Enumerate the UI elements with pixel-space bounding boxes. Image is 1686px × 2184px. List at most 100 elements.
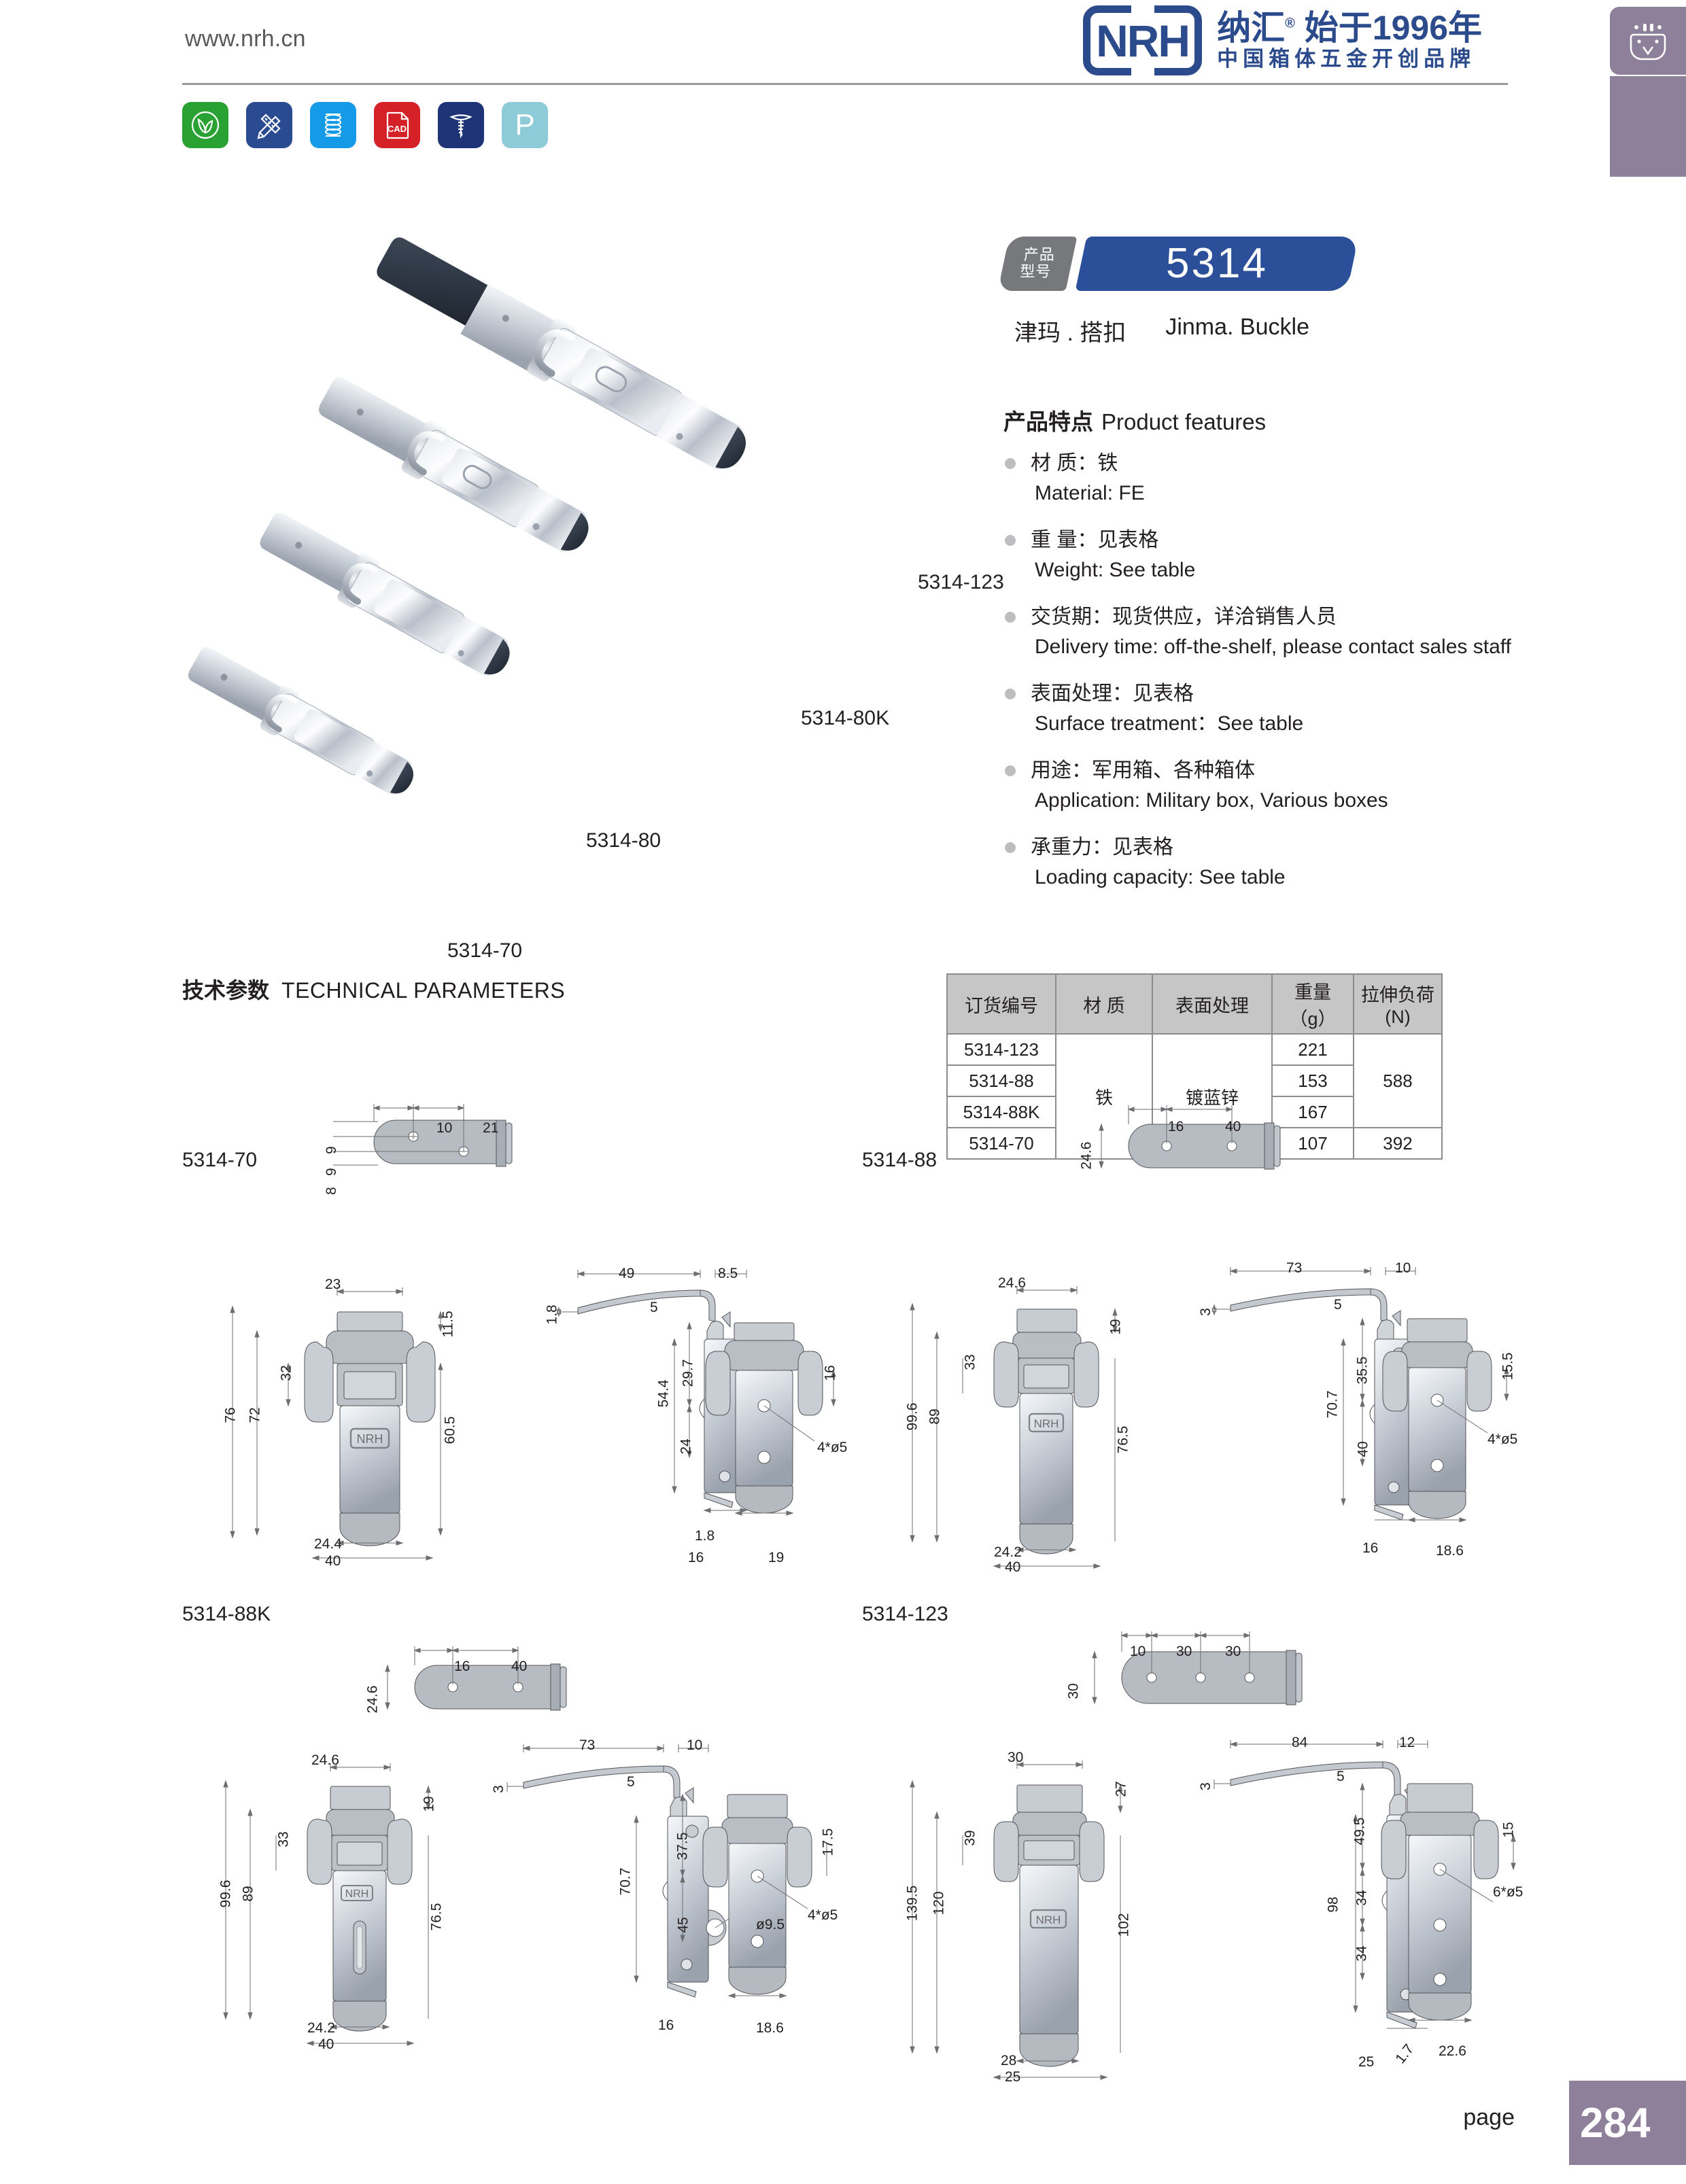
drawing-5314-88K-svg: NRH — [223, 1646, 827, 2046]
feature-item: 表面处理：见表格 Surface treatment：See table — [1003, 679, 1520, 738]
dim-30: 30 — [1008, 1750, 1024, 1765]
dim-24-6: 24.6 — [311, 1752, 339, 1768]
product-title-row: 产品 型号 5314 — [997, 237, 1359, 291]
dim-10: 10 — [436, 1120, 453, 1136]
feature-cn: 材 质：铁 — [1031, 452, 1118, 474]
drawing-5314-123: 5314-123 — [850, 1577, 1523, 2085]
tech-heading-en: TECHNICAL PARAMETERS — [281, 978, 566, 1003]
product-model-badge: 5314 — [1075, 237, 1359, 291]
cell-order-no: 5314-88 — [946, 1064, 1056, 1097]
dim-9a: 9 — [323, 1146, 339, 1154]
feature-en: Weight: See table — [1035, 558, 1196, 581]
buckle-tab-icon — [1630, 24, 1666, 60]
logo-slogan: 纳汇® 始于1996年 中国箱体五金开创品牌 — [1217, 10, 1482, 71]
side-tab-buckle[interactable] — [1610, 7, 1686, 75]
th-material: 材 质 — [1055, 973, 1153, 1035]
table-row: 5314-70 107 392 — [946, 1127, 1443, 1160]
drawing-5314-88: 5314-88 — [850, 1105, 1523, 1575]
dim-30a: 30 — [1176, 1644, 1192, 1659]
dim-16b: 16 — [1362, 1540, 1379, 1556]
svg-text:CAD: CAD — [388, 124, 407, 134]
dim-40: 40 — [325, 1553, 341, 1569]
dim-84: 84 — [1292, 1735, 1308, 1750]
p-letter-icon[interactable]: P — [502, 102, 548, 148]
feature-item: 重 量：见表格 Weight: See table — [1003, 525, 1520, 585]
feature-item: 交货期：现货供应，详洽销售人员 Delivery time: off-the-s… — [1003, 602, 1520, 661]
dim-9b: 9 — [323, 1168, 339, 1176]
dim-22-6: 22.6 — [1439, 2043, 1466, 2059]
dim-28: 28 — [1001, 2053, 1017, 2068]
feature-cn: 承重力：见表格 — [1031, 836, 1173, 859]
dim-49-5: 49.5 — [1352, 1817, 1368, 1845]
dim-120: 120 — [931, 1891, 947, 1916]
dim-35-5: 35.5 — [1354, 1356, 1371, 1385]
dim-33: 33 — [275, 1831, 292, 1848]
dim-40: 40 — [511, 1659, 528, 1674]
dim-70-7: 70.7 — [617, 1867, 634, 1896]
cell-weight: 153 — [1271, 1064, 1354, 1097]
dim-18-6: 18.6 — [1436, 1543, 1464, 1559]
dim-29-7: 29.7 — [680, 1359, 696, 1387]
th-weight: 重量（g） — [1271, 973, 1354, 1035]
dim-3: 3 — [490, 1785, 506, 1793]
dim-18-6: 18.6 — [756, 2020, 784, 2036]
drawing-title-5314-70: 5314-70 — [182, 1149, 258, 1171]
drafting-icon[interactable] — [246, 102, 292, 148]
screw-icon[interactable] — [438, 102, 484, 148]
drawing-5314-88-svg: NRH — [910, 1105, 1509, 1569]
page-label: page — [1463, 2104, 1515, 2130]
dim-34b: 34 — [1354, 1945, 1370, 1962]
cell-order-no: 5314-70 — [946, 1127, 1056, 1160]
dim-24-2: 24.2 — [307, 2020, 335, 2036]
dim-37-5: 37.5 — [674, 1832, 691, 1860]
dim-16b: 16 — [822, 1365, 838, 1381]
product-subtitle-cn: 津玛 . 搭扣 — [1014, 320, 1126, 346]
dim-10: 10 — [1130, 1644, 1146, 1659]
cell-order-no: 5314-88K — [946, 1096, 1056, 1128]
features-list: 材 质：铁 Material: FE 重 量：见表格 Weight: See t… — [1003, 449, 1520, 909]
dim-16a: 16 — [688, 1550, 704, 1565]
dim-15-5: 15.5 — [1500, 1352, 1516, 1381]
dim-99-6: 99.6 — [904, 1402, 921, 1431]
svg-text:NRH: NRH — [1036, 1913, 1061, 1926]
dim-40b: 40 — [1005, 1559, 1021, 1575]
dim-25b: 25 — [1358, 2054, 1375, 2070]
dim-11-5: 11.5 — [440, 1311, 456, 1338]
product-model-tag: 产品 型号 — [997, 237, 1078, 291]
dim-8: 8 — [323, 1187, 339, 1195]
dim-24: 24 — [678, 1438, 694, 1455]
dim-19: 19 — [768, 1550, 785, 1565]
dim-139-5: 139.5 — [904, 1885, 921, 1922]
dim-15: 15 — [1500, 1822, 1517, 1838]
feature-cn: 用途：军用箱、各种箱体 — [1031, 759, 1255, 782]
feature-item: 用途：军用箱、各种箱体 Application: Military box, V… — [1003, 756, 1520, 815]
feature-en: Material: FE — [1035, 481, 1145, 504]
dim-70-7: 70.7 — [1324, 1390, 1341, 1419]
svg-text:NRH: NRH — [1034, 1417, 1059, 1430]
tag-line-1: 产品 — [1023, 246, 1055, 264]
dim-34a: 34 — [1354, 1890, 1370, 1906]
dim-19: 19 — [421, 1796, 437, 1812]
th-order-no: 订货编号 — [946, 973, 1056, 1035]
dim-16: 16 — [1168, 1119, 1184, 1134]
category-icon-row: CAD P — [182, 102, 548, 148]
table-row: 5314-88K 167 — [946, 1096, 1442, 1128]
dim-24-4: 24.4 — [314, 1536, 342, 1552]
spring-icon[interactable] — [310, 102, 356, 148]
dim-16b: 16 — [658, 2017, 674, 2033]
dim-73: 73 — [1286, 1260, 1303, 1276]
table-row: 5314-88 153 — [946, 1064, 1442, 1097]
dim-102: 102 — [1116, 1913, 1132, 1937]
eco-leaf-icon[interactable] — [182, 102, 228, 148]
th-load: 拉伸负荷 (N) — [1353, 973, 1443, 1035]
header-divider — [182, 83, 1508, 85]
dim-39: 39 — [962, 1830, 978, 1846]
product-model-number: 5314 — [1166, 240, 1268, 287]
drawing-5314-123-svg: NRH — [910, 1631, 1516, 2080]
dim-1-8a: 1.8 — [544, 1304, 560, 1325]
cad-file-icon[interactable]: CAD — [374, 102, 420, 148]
svg-text:NRH: NRH — [345, 1888, 369, 1900]
drawing-5314-70: 5314-70 — [170, 1104, 847, 1569]
technical-drawings: 5314-70 — [170, 1104, 1523, 2085]
